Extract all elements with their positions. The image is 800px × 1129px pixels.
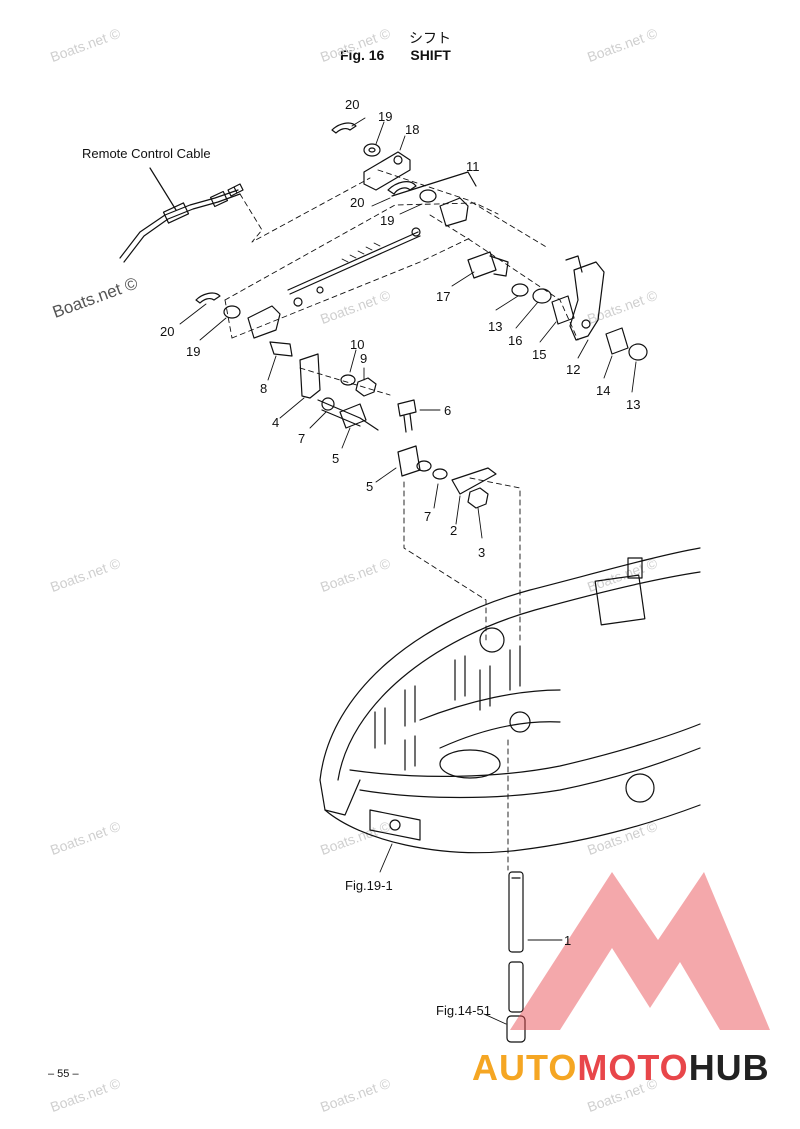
page-number: – 55 –: [48, 1068, 79, 1080]
automotohub-logo: AUTOMOTOHUB: [472, 1047, 770, 1089]
washer-7: [432, 468, 448, 480]
arm-4: [299, 353, 321, 399]
rod-joint: [439, 197, 469, 227]
group-bracket: [391, 171, 477, 197]
clip-20-top: [331, 122, 357, 134]
page-title: Fig. 16 SHIFT: [340, 47, 451, 63]
washer-13: [511, 283, 529, 297]
callout: 5: [366, 479, 374, 494]
callout: 11: [466, 159, 480, 174]
page-title-jp: シフト: [409, 31, 451, 47]
callout: 19: [378, 109, 393, 124]
callout: 1: [564, 933, 572, 948]
callout: 20: [345, 97, 360, 112]
logo-text-moto: MOTO: [577, 1047, 689, 1088]
logo-text-hub: HUB: [688, 1047, 770, 1088]
nut-3: [467, 487, 489, 509]
washer-19-top: [363, 143, 381, 157]
callout: 15: [532, 347, 547, 362]
callout: 12: [566, 362, 581, 377]
pin-8: [269, 341, 293, 357]
bush-15: [551, 295, 575, 325]
construction-lines: [224, 169, 579, 871]
joint-5-upper: [339, 403, 367, 429]
shaft-7: [317, 399, 379, 431]
bolt-17: [467, 251, 497, 279]
callout: 9: [360, 351, 368, 366]
callout: 20: [160, 324, 175, 339]
joint-5-lower: [397, 445, 421, 477]
caption-fig-19-1: Fig.19-1: [345, 878, 393, 893]
link-2: [451, 467, 497, 495]
callout: 20: [350, 195, 365, 210]
bottom-cowling: [319, 547, 701, 854]
callout: 7: [298, 431, 306, 446]
callout: 10: [350, 337, 365, 352]
callout: 3: [478, 545, 486, 560]
callout: 8: [260, 381, 268, 396]
washer-19-left: [223, 305, 241, 319]
shift-lever-12: [569, 261, 605, 341]
shift-rod-1: [506, 871, 526, 1043]
automotohub-logo-graphic: [510, 872, 770, 1030]
figure-title: SHIFT: [410, 47, 451, 63]
callout: 7: [424, 509, 432, 524]
washer-16: [532, 288, 552, 304]
callout: 6: [444, 403, 452, 418]
callout: 19: [186, 344, 201, 359]
leader-lines: [179, 117, 637, 1025]
callout: 18: [405, 122, 420, 137]
callout: 4: [272, 415, 280, 430]
bolt-6: [397, 399, 417, 417]
callout: 5: [332, 451, 340, 466]
nut-9: [355, 377, 377, 397]
clip-20-left: [195, 292, 221, 304]
logo-text-auto: AUTO: [472, 1047, 578, 1088]
rod-end-left: [247, 305, 281, 339]
shift-rod: [287, 231, 421, 295]
callout: 13: [626, 397, 641, 412]
caption-fig-14-51: Fig.14-51: [436, 1003, 491, 1018]
callout: 19: [380, 213, 395, 228]
caption-remote-control-cable: Remote Control Cable: [82, 146, 211, 161]
washer-19-mid: [419, 189, 437, 203]
joint-18: [363, 151, 411, 191]
callout: 17: [436, 289, 451, 304]
washer-10: [340, 374, 356, 386]
clip-20-mid: [387, 181, 417, 195]
callout: 13: [488, 319, 503, 334]
callout: 2: [450, 523, 458, 538]
collar-14: [605, 327, 629, 355]
callout: 14: [596, 383, 611, 398]
remote-control-cable: [119, 167, 244, 263]
callout: 16: [508, 333, 523, 348]
washer-13-right: [628, 343, 648, 361]
figure-number: Fig. 16: [340, 47, 385, 63]
